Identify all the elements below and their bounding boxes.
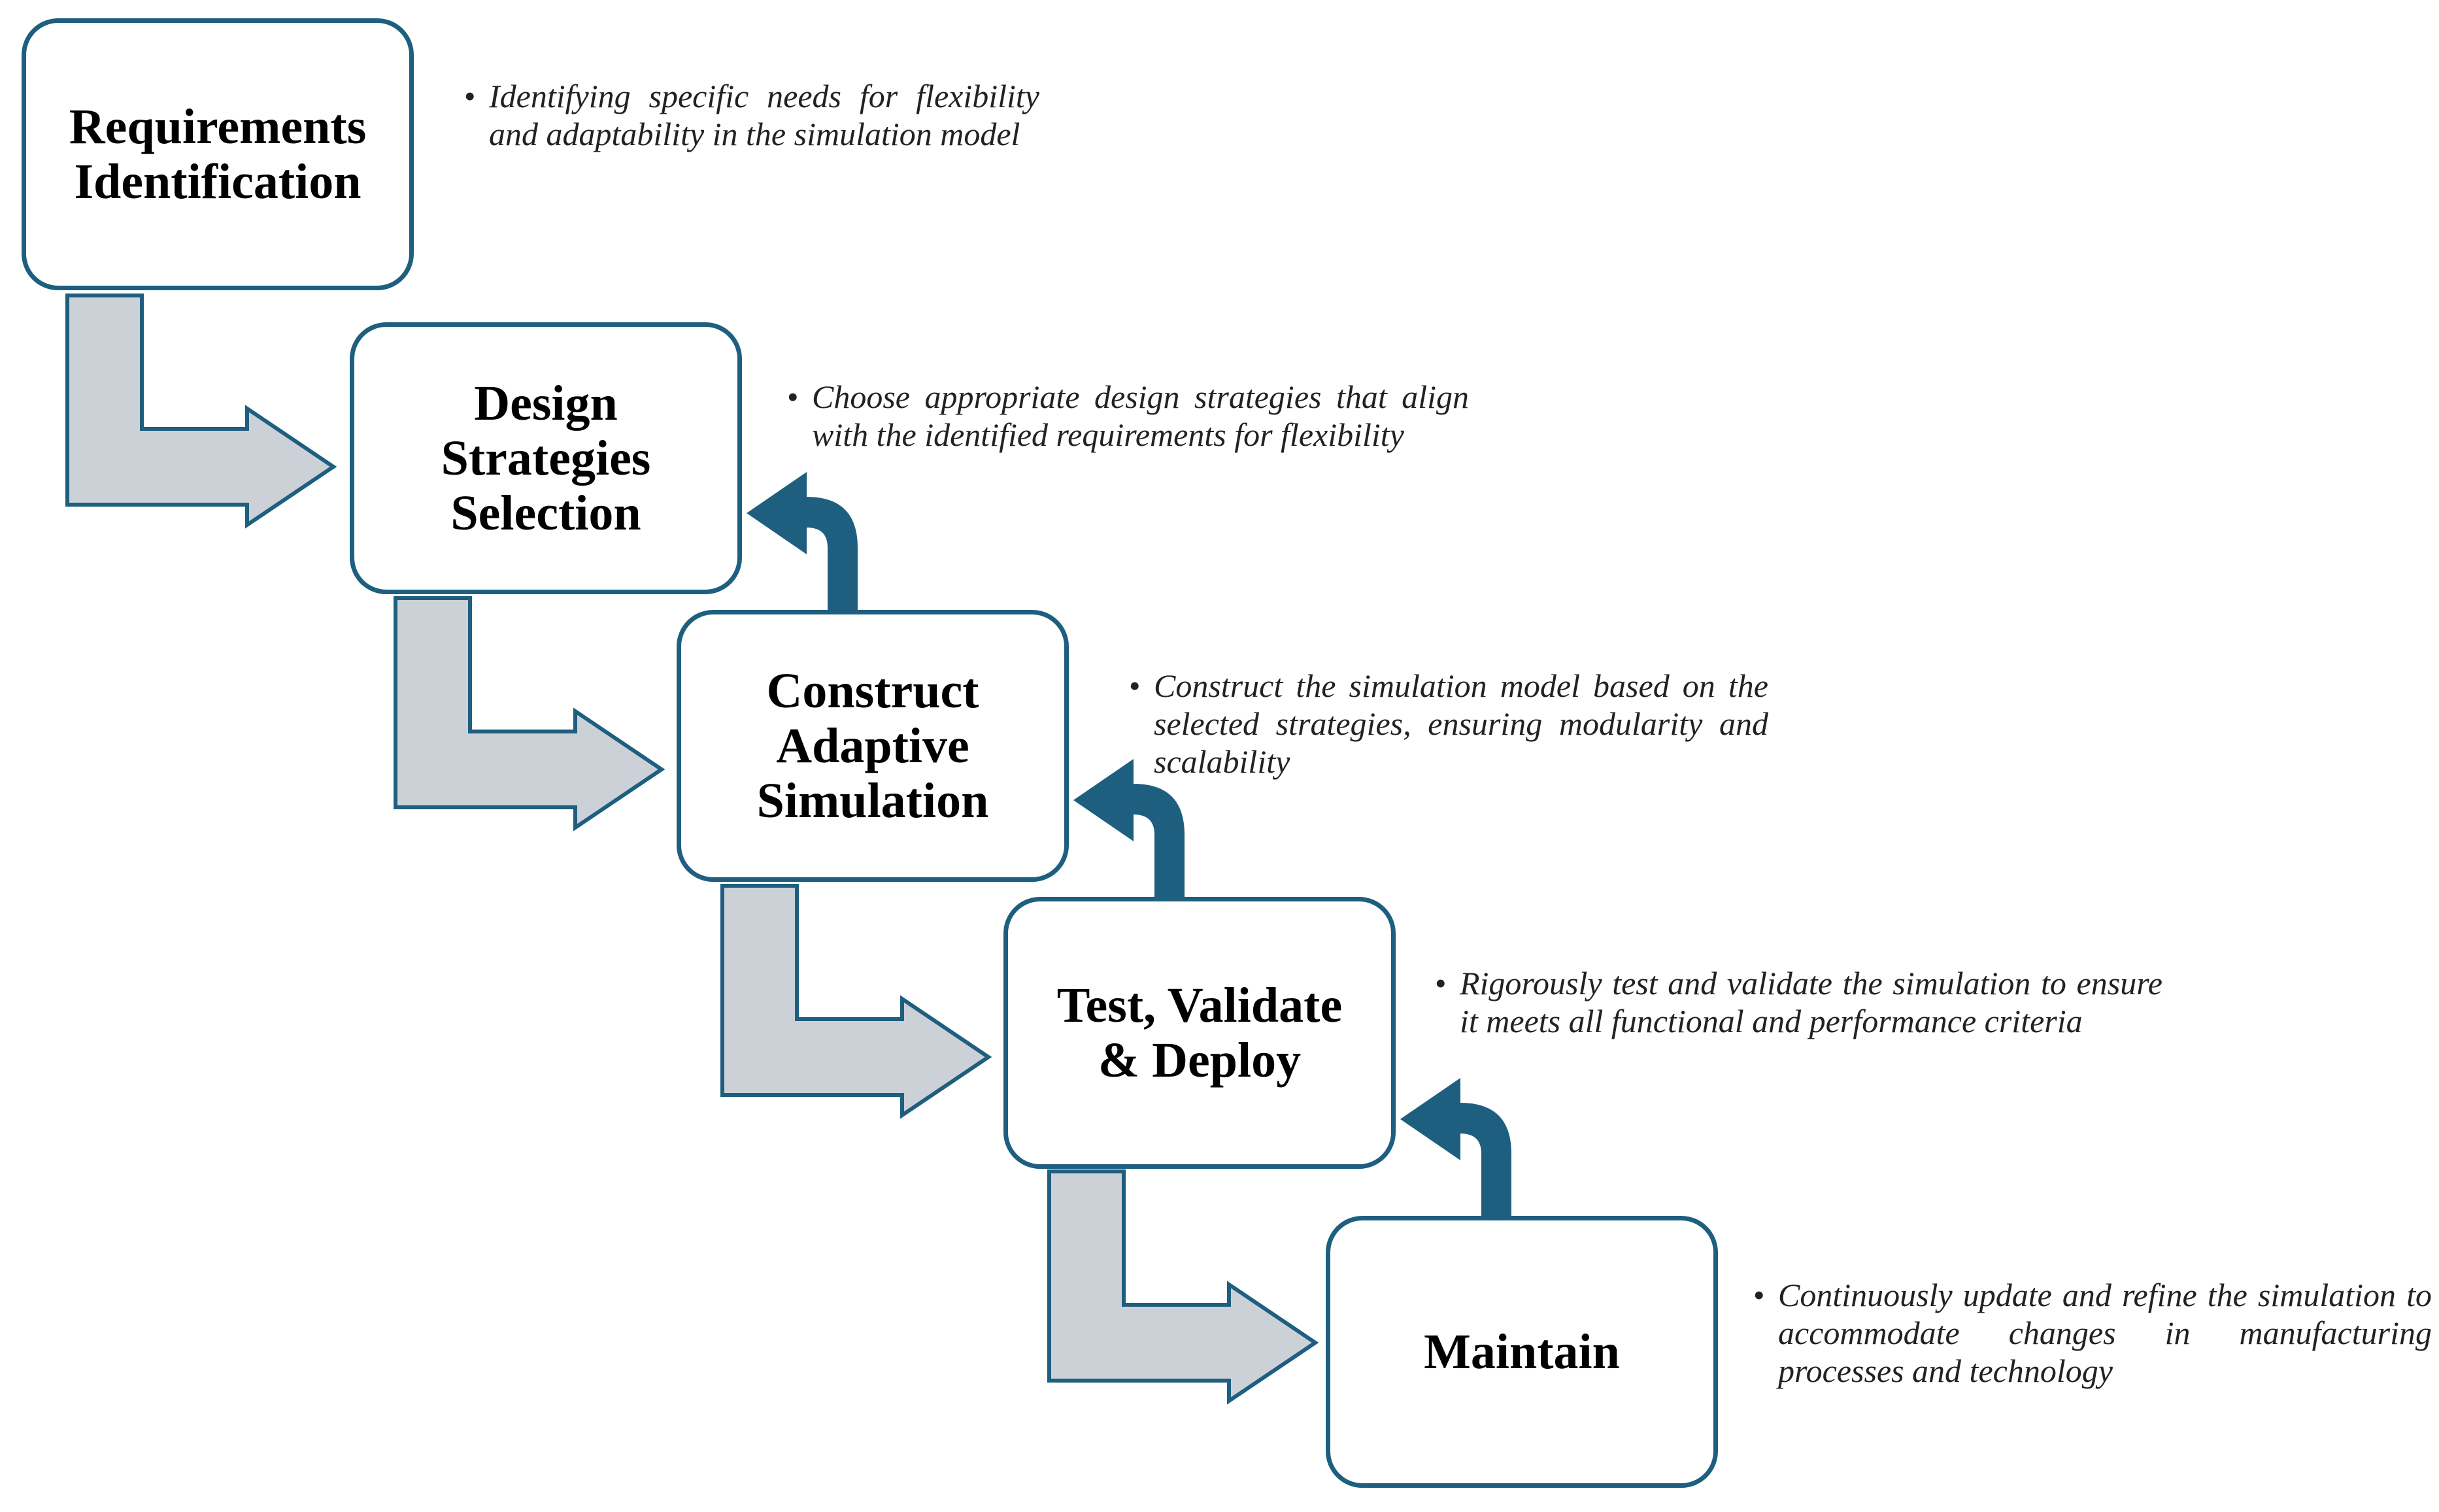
step-description-maintain: • Continuously update and refine the sim…	[1753, 1276, 2432, 1390]
description-text: Rigorously test and validate the simulat…	[1460, 965, 2162, 1039]
bullet-glyph: •	[1435, 965, 1447, 1001]
description-text: Continuously update and refine the simul…	[1778, 1277, 2432, 1389]
feedback-arrow-2	[1073, 759, 1185, 897]
step-description-test: • Rigorously test and validate the simul…	[1435, 964, 2162, 1040]
forward-arrow-3	[720, 884, 992, 1119]
bullet-glyph: •	[464, 78, 476, 114]
description-text: Construct the simulation model based on …	[1154, 667, 1768, 780]
description-text: Identifying specific needs for flexibili…	[489, 78, 1039, 152]
forward-arrow-4	[1047, 1169, 1319, 1405]
bullet-glyph: •	[1753, 1277, 1765, 1313]
step-box-requirements-identification: Requirements Identification	[22, 18, 414, 290]
bullet-glyph: •	[787, 378, 799, 415]
forward-arrow-1	[65, 294, 337, 529]
step-box-maintain: Maintain	[1326, 1216, 1718, 1488]
step-box-construct-adaptive-simulation: Construct Adaptive Simulation	[677, 610, 1069, 882]
feedback-arrow-3	[1400, 1078, 1511, 1216]
step-box-design-strategies-selection: Design Strategies Selection	[350, 322, 742, 594]
feedback-arrow-1	[747, 472, 858, 610]
bullet-glyph: •	[1129, 667, 1141, 704]
step-box-test-validate-deploy: Test, Validate & Deploy	[1003, 897, 1396, 1169]
step-description-design: • Choose appropriate design strategies t…	[787, 378, 1469, 454]
feedback-arrows	[747, 472, 1511, 1216]
step-title: Test, Validate & Deploy	[1056, 978, 1343, 1088]
step-description-requirements: • Identifying specific needs for flexibi…	[464, 77, 1039, 153]
step-title: Requirements Identification	[69, 99, 367, 209]
step-title: Construct Adaptive Simulation	[756, 664, 989, 828]
step-title: Design Strategies Selection	[441, 376, 651, 541]
description-text: Choose appropriate design strategies tha…	[812, 378, 1469, 453]
step-title: Maintain	[1424, 1324, 1620, 1379]
step-description-construct: • Construct the simulation model based o…	[1129, 667, 1768, 781]
forward-arrows	[65, 294, 1319, 1405]
forward-arrow-2	[394, 596, 665, 832]
